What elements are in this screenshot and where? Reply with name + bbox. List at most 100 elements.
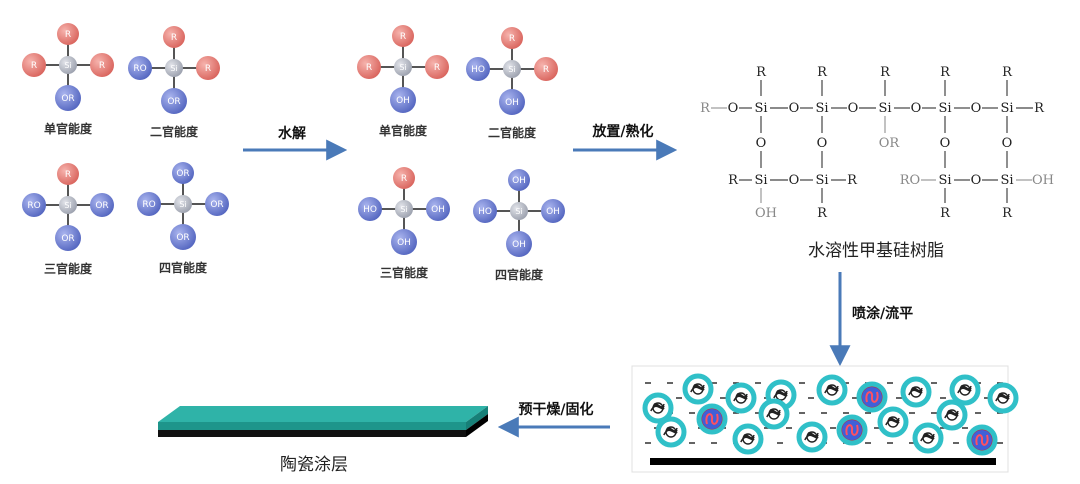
atom-label: OR	[210, 200, 223, 210]
particle-shell	[642, 392, 674, 424]
atom-label: R	[31, 61, 37, 71]
particle-chain	[742, 433, 754, 445]
row2-right-label: O	[971, 173, 982, 188]
o-group-atom	[22, 193, 46, 217]
silicone-particle	[900, 376, 932, 408]
functionality-label: 二官能度	[150, 124, 199, 139]
row1-label: Si	[878, 101, 891, 116]
o-group-atom	[172, 162, 194, 184]
particle-shell	[936, 399, 968, 431]
particle-shell	[912, 422, 944, 454]
o-group-atom	[390, 87, 416, 113]
o-group-atom	[128, 56, 152, 80]
r-group-atom	[534, 57, 558, 81]
silicone-particle	[642, 392, 674, 424]
row1-label: Si	[754, 101, 767, 116]
or-label: OR	[879, 136, 901, 151]
o-group-atom	[426, 197, 450, 221]
si-atom	[165, 59, 183, 77]
particle-shell	[816, 374, 848, 406]
atom-label: OH	[512, 240, 526, 250]
particle-chain	[975, 434, 989, 446]
top-r-label: R	[940, 65, 951, 80]
resin-panel	[680, 42, 1072, 232]
o-group-atom	[137, 192, 161, 216]
hydrolysis-step: 水解	[243, 125, 348, 161]
o-group-atom	[90, 193, 114, 217]
coating-film-panel	[631, 365, 1019, 473]
ceramic-coating	[158, 406, 488, 437]
row2-left-label: Si	[754, 173, 767, 188]
coating-top	[158, 406, 488, 422]
row1-label: Si	[1000, 101, 1013, 116]
row2-right-label: OH	[1032, 173, 1054, 188]
functionality-label: 三官能度	[380, 265, 429, 280]
o-group-atom	[473, 199, 497, 223]
top-r-label: R	[1002, 65, 1013, 80]
atom-label: R	[171, 33, 177, 43]
si-label: Si	[515, 207, 522, 216]
substrate-side	[466, 414, 488, 437]
row2-left-label: R	[847, 173, 858, 188]
functionality-label: 单官能度	[44, 121, 93, 136]
particle-chain	[768, 408, 780, 420]
substrate-bar	[650, 458, 996, 465]
particle-chain	[865, 391, 879, 403]
top-r-label: R	[880, 65, 891, 80]
atom-label: OR	[176, 169, 189, 179]
vertical-o-label: O	[817, 136, 828, 151]
atom-label: OR	[61, 234, 74, 244]
silicone-particle	[816, 374, 848, 406]
atom-label: HO	[478, 207, 492, 217]
o-group-atom	[205, 192, 229, 216]
si-atom	[395, 200, 413, 218]
atom-label: R	[366, 63, 372, 73]
red-particle	[696, 403, 728, 435]
row2-right-label: Si	[938, 173, 951, 188]
r-group-atom	[57, 163, 79, 185]
atom-label: OH	[431, 205, 445, 215]
r-group-atom	[196, 56, 220, 80]
atom-label: OR	[167, 97, 180, 107]
si-atom	[510, 202, 528, 220]
row1-label: O	[848, 101, 859, 116]
functionality-label: 四官能度	[159, 260, 208, 275]
red-particle	[836, 414, 868, 446]
particle-chain	[692, 383, 704, 395]
particle-chain	[665, 426, 677, 438]
row2-left-label: O	[789, 173, 800, 188]
o-group-atom	[358, 197, 382, 221]
row2-right-label: Si	[1000, 173, 1013, 188]
silicone-particle	[936, 399, 968, 431]
o-group-atom	[391, 229, 417, 255]
film-particles	[642, 373, 1019, 456]
si-label: Si	[508, 65, 515, 74]
si-label: Si	[170, 64, 177, 73]
functionality-label: 单官能度	[379, 123, 428, 138]
particle-chain	[826, 384, 838, 396]
atom-label: R	[543, 65, 549, 75]
vertical-o-label: O	[940, 136, 951, 151]
atom-label: RO	[133, 64, 146, 74]
bottom-r-label: R	[1002, 206, 1013, 221]
row1-label: O	[789, 101, 800, 116]
si-atom	[503, 60, 521, 78]
atom-label: HO	[363, 205, 377, 215]
silicone-particle	[655, 416, 687, 448]
si-label: Si	[399, 63, 406, 72]
particle-shell	[725, 382, 757, 414]
aging-label: 放置/熟化	[591, 123, 653, 140]
si-label: Si	[400, 205, 407, 214]
particle-chain	[735, 392, 747, 404]
spray-step: 喷涂/流平	[829, 272, 913, 367]
o-group-atom	[170, 224, 196, 250]
atom-label: R	[400, 32, 406, 42]
particle-shell	[796, 421, 828, 453]
row1-label: R	[1034, 101, 1045, 116]
atom-label: RO	[142, 200, 155, 210]
